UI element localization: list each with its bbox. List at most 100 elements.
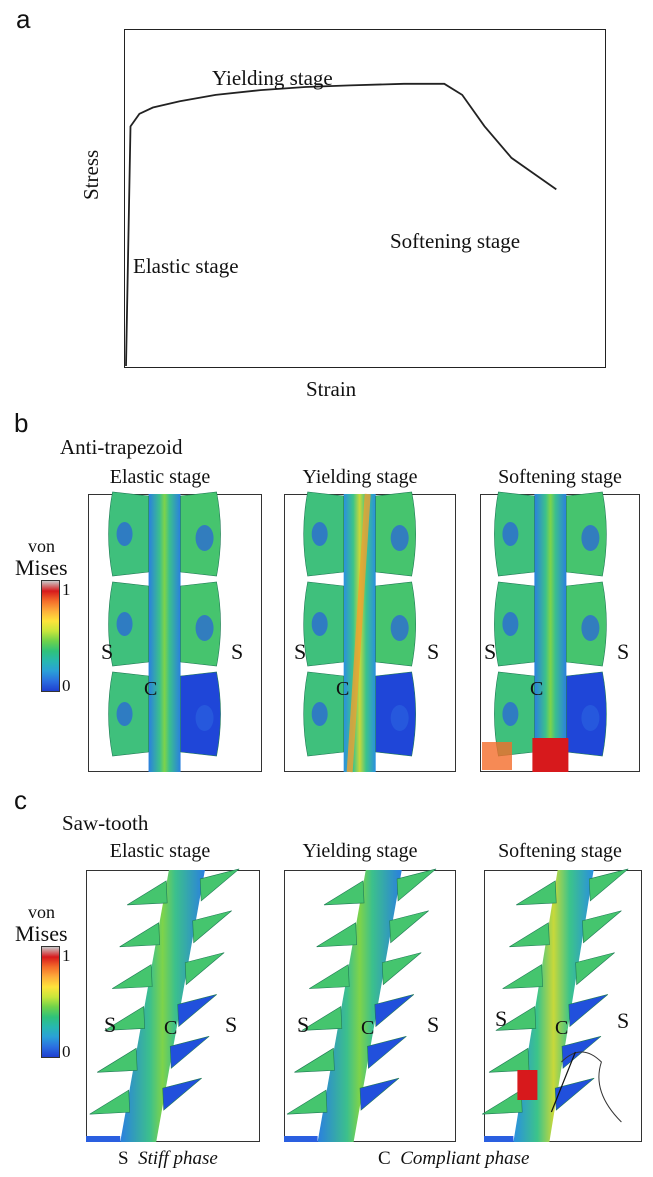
low-stress-spot xyxy=(581,705,600,731)
saw-tooth-right xyxy=(554,1077,595,1111)
phase-c-b2: C xyxy=(336,678,350,700)
phase-c-b1: C xyxy=(144,678,158,700)
deformed-outline xyxy=(561,1051,622,1123)
saw-tooth-left xyxy=(127,880,168,906)
panel-b-label: b xyxy=(14,408,29,438)
phase-s-b1-left: S xyxy=(101,639,114,664)
phase-s-b3-left: S xyxy=(484,639,497,664)
stress-strain-curve xyxy=(125,82,557,367)
phase-s-c2-left: S xyxy=(297,1012,310,1037)
low-stress-spot xyxy=(116,612,133,636)
low-stress-spot xyxy=(195,615,214,641)
phase-s-c2-right: S xyxy=(427,1012,440,1037)
phase-s-c1-right: S xyxy=(225,1012,238,1037)
panel-b-title: Anti-trapezoid xyxy=(60,435,183,459)
panel-c-stage-yielding: Yielding stage xyxy=(302,840,418,862)
failure-zone xyxy=(517,1070,538,1100)
low-stress-spot xyxy=(502,702,519,726)
saw-tooth-left xyxy=(286,1089,328,1115)
colorbar-b-gradient xyxy=(42,581,59,691)
saw-tooth-left xyxy=(516,880,557,906)
saw-tooth-right xyxy=(575,952,615,986)
saw-tooth-left xyxy=(488,1047,530,1073)
saw-tooth-left xyxy=(509,922,550,948)
low-stress-spot xyxy=(311,522,328,546)
legend-compliant: C Compliant phase xyxy=(378,1148,530,1170)
saw-tooth-left xyxy=(97,1047,138,1073)
saw-tooth-left xyxy=(502,964,543,989)
colorbar-c-gradient xyxy=(42,947,59,1057)
panel-c-title: Saw-tooth xyxy=(62,811,149,835)
saw-tooth-right xyxy=(381,952,422,986)
low-stress-spot xyxy=(581,615,600,641)
x-axis-label: Strain xyxy=(306,377,357,401)
panel-a-label: a xyxy=(16,4,31,34)
compliant-column xyxy=(148,494,181,772)
low-stress-spot xyxy=(116,522,133,546)
colorbar-b-title-1: von xyxy=(28,536,55,556)
phase-c-c3: C xyxy=(555,1017,569,1039)
base-strip xyxy=(284,1136,318,1142)
colorbar-b-max: 1 xyxy=(62,580,71,599)
legend-stiff-text: Stiff phase xyxy=(138,1148,218,1169)
failure-zone xyxy=(532,738,569,772)
yield-band xyxy=(346,493,371,773)
fem-b-softening xyxy=(480,491,640,772)
low-stress-spot xyxy=(502,522,519,546)
fem-c-yielding xyxy=(284,868,456,1142)
saw-tooth-right xyxy=(396,868,437,902)
low-stress-spot xyxy=(390,705,409,731)
fem-c-elastic xyxy=(86,868,260,1142)
saw-tooth-right xyxy=(582,910,622,944)
saw-tooth-left xyxy=(112,964,153,989)
panel-b-stage-softening: Softening stage xyxy=(498,466,622,488)
saw-tooth-right xyxy=(184,952,225,986)
legend-compliant-text: Compliant phase xyxy=(400,1148,530,1169)
softening-annotation: Softening stage xyxy=(390,229,521,253)
low-stress-spot xyxy=(390,615,409,641)
low-stress-spot xyxy=(581,525,600,551)
phase-c-c2: C xyxy=(361,1017,375,1039)
saw-tooth-left xyxy=(316,922,357,948)
legend-stiff-symbol: S xyxy=(118,1148,129,1169)
phase-c-b3: C xyxy=(530,678,544,700)
fem-b-elastic xyxy=(88,491,262,772)
fem-c-softening xyxy=(482,868,642,1142)
legend-compliant-symbol: C xyxy=(378,1148,391,1169)
saw-tooth-right xyxy=(359,1077,400,1111)
phase-s-b1-right: S xyxy=(231,639,244,664)
compliant-column xyxy=(317,870,402,1142)
saw-tooth-left xyxy=(482,1089,523,1115)
colorbar-b-min: 0 xyxy=(62,676,71,695)
saw-tooth-left xyxy=(89,1089,131,1115)
phase-s-b2-left: S xyxy=(294,639,307,664)
panel-b-stage-elastic: Elastic stage xyxy=(109,466,211,488)
saw-tooth-right xyxy=(177,994,217,1028)
colorbar-c-min: 0 xyxy=(62,1042,71,1061)
phase-s-c3-right: S xyxy=(617,1008,630,1033)
base-strip xyxy=(86,1136,121,1142)
deformation-arrow xyxy=(550,1051,576,1113)
saw-tooth-right xyxy=(192,910,232,944)
panel-c-label: c xyxy=(14,785,27,815)
saw-tooth-left xyxy=(301,1005,343,1031)
saw-tooth-right xyxy=(389,910,429,944)
stress-strain-chart xyxy=(125,82,557,367)
saw-tooth-right xyxy=(568,994,609,1028)
base-strip xyxy=(484,1136,514,1142)
saw-tooth-right xyxy=(588,868,629,902)
saw-tooth-right xyxy=(374,994,415,1028)
saw-tooth-left xyxy=(309,964,350,989)
legend-stiff: S Stiff phase xyxy=(118,1148,218,1170)
colorbar-c-title-2: Mises xyxy=(15,921,68,946)
colorbar-c-max: 1 xyxy=(62,946,71,965)
stress-strain-plot-frame xyxy=(124,29,606,368)
saw-tooth-left xyxy=(495,1005,537,1031)
saw-tooth-right xyxy=(199,868,240,902)
saw-tooth-left xyxy=(119,922,160,948)
failure-zone-side xyxy=(482,742,512,770)
colorbar-c xyxy=(41,946,60,1058)
phase-s-b3-right: S xyxy=(617,639,630,664)
low-stress-spot xyxy=(390,525,409,551)
compliant-column xyxy=(534,494,567,772)
